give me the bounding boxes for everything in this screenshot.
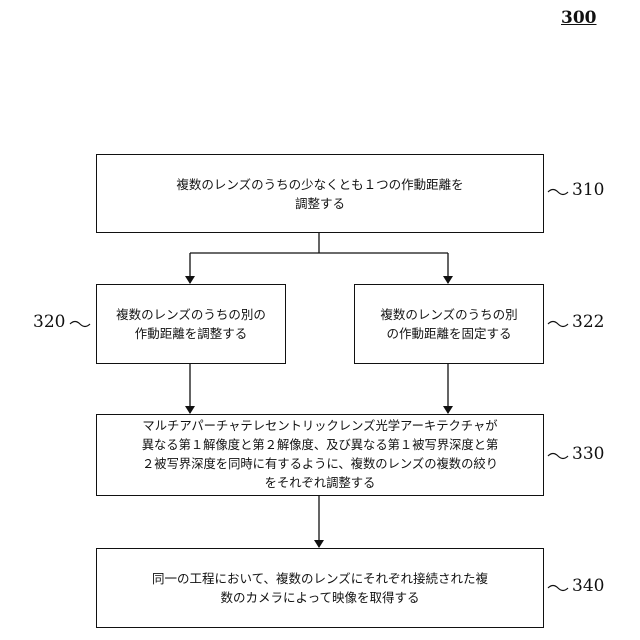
ref-340: 340 — [572, 576, 604, 596]
step-330-line2: 異なる第１解像度と第２解像度、及び異なる第１被写界深度と第 — [142, 436, 499, 455]
ref-320: 320 — [33, 312, 65, 332]
step-320-line1: 複数のレンズのうちの別の — [116, 305, 266, 324]
ref-leader-320 — [70, 322, 90, 327]
step-330-line1: マルチアパーチャテレセントリックレンズ光学アーキテクチャが — [142, 417, 499, 436]
step-340-box: 同一の工程において、複数のレンズにそれぞれ接続された複 数のカメラによって映像を… — [96, 548, 544, 628]
ref-310: 310 — [572, 180, 604, 200]
step-320-line2: 作動距離を調整する — [116, 324, 266, 343]
ref-330: 330 — [572, 444, 604, 464]
ref-322: 322 — [572, 312, 604, 332]
ref-leader-322 — [548, 322, 568, 327]
step-310-line2: 調整する — [176, 194, 463, 213]
step-330-line3: ２被写界深度を同時に有するように、複数のレンズの複数の絞り — [142, 455, 499, 474]
step-322-box: 複数のレンズのうちの別 の作動距離を固定する — [354, 284, 544, 364]
step-320-box: 複数のレンズのうちの別の 作動距離を調整する — [96, 284, 286, 364]
step-330-line4: をそれぞれ調整する — [142, 474, 499, 493]
ref-leader-310 — [548, 190, 568, 195]
step-310-box: 複数のレンズのうちの少なくとも１つの作動距離を 調整する — [96, 154, 544, 233]
step-310-line1: 複数のレンズのうちの少なくとも１つの作動距離を — [176, 175, 463, 194]
ref-leader-330 — [548, 454, 568, 459]
step-322-line2: の作動距離を固定する — [380, 324, 517, 343]
step-340-line1: 同一の工程において、複数のレンズにそれぞれ接続された複 — [152, 569, 488, 588]
ref-leader-340 — [548, 586, 568, 591]
step-322-line1: 複数のレンズのうちの別 — [380, 305, 517, 324]
step-330-box: マルチアパーチャテレセントリックレンズ光学アーキテクチャが 異なる第１解像度と第… — [96, 414, 544, 496]
step-340-line2: 数のカメラによって映像を取得する — [152, 588, 488, 607]
